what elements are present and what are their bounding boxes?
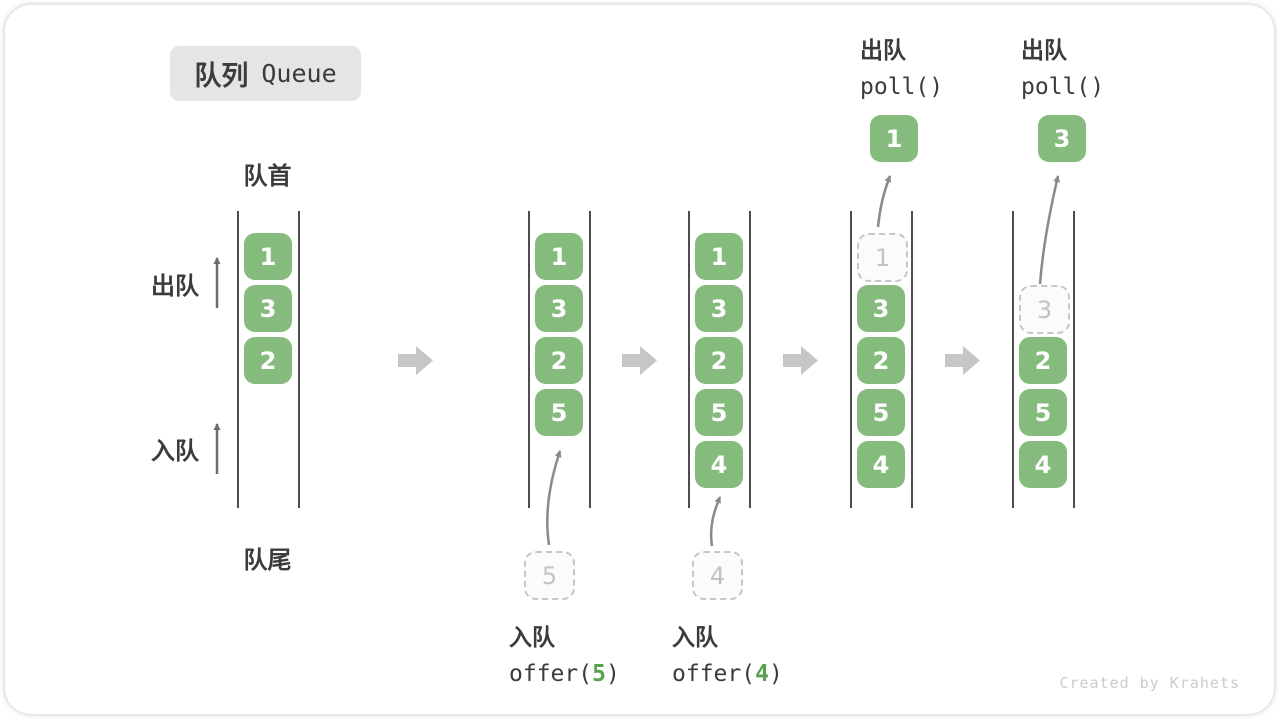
- queue3-right-wall: [749, 211, 751, 508]
- code-text: ): [605, 661, 620, 687]
- label-queue-rear: 队尾: [243, 547, 292, 574]
- queue-item-box: 2: [695, 337, 743, 384]
- code-arg: 5: [592, 661, 606, 687]
- title-zh: 队列: [194, 61, 249, 91]
- incoming-value-box: 5: [524, 551, 575, 600]
- queue-item-box: 1: [244, 233, 292, 280]
- transition-arrow-icon: [945, 346, 980, 375]
- label-enqueue: 入队: [151, 438, 199, 465]
- queue4-left-wall: [850, 211, 852, 508]
- polled-value-box: 1: [870, 115, 918, 162]
- queue-item-box: 4: [1019, 441, 1067, 488]
- queue2-left-wall: [528, 211, 530, 508]
- operation-offer-5: 入队 offer(5): [509, 618, 620, 687]
- code-text: ): [768, 661, 783, 687]
- operation-code: offer(4): [672, 661, 783, 687]
- queue-item-box-dashed: 1: [857, 233, 908, 282]
- transition-arrow-icon: [398, 346, 433, 375]
- incoming-value-box: 4: [692, 551, 743, 600]
- queue3-left-wall: [688, 211, 690, 508]
- queue-item-box: 4: [857, 441, 905, 488]
- queue1-right-wall: [298, 211, 300, 508]
- queue-item-box: 4: [695, 441, 743, 488]
- queue-item-box: 2: [535, 337, 583, 384]
- code-text: offer(: [672, 661, 756, 687]
- transition-arrow-icon: [783, 346, 818, 375]
- operation-label: 出队: [860, 37, 906, 63]
- operation-code: poll(): [1021, 74, 1105, 100]
- queue4-right-wall: [911, 211, 913, 508]
- operation-label: 出队: [1021, 37, 1067, 63]
- code-text: offer(: [509, 661, 593, 687]
- queue1-left-wall: [237, 211, 239, 508]
- queue-item-box: 3: [857, 285, 905, 332]
- label-queue-front: 队首: [243, 163, 292, 190]
- queue5-left-wall: [1012, 211, 1014, 508]
- title-badge: 队列 Queue: [170, 46, 361, 101]
- operation-poll-2: 出队 poll(): [1021, 31, 1104, 100]
- operation-label: 入队: [672, 624, 718, 650]
- label-dequeue: 出队: [151, 273, 199, 300]
- transition-arrow-icon: [622, 346, 657, 375]
- queue-item-box: 3: [244, 285, 292, 332]
- queue-item-box: 5: [1019, 389, 1067, 436]
- operation-code: offer(5): [509, 661, 620, 687]
- queue-item-box: 1: [695, 233, 743, 280]
- queue-item-box: 2: [857, 337, 905, 384]
- polled-value-box: 3: [1038, 115, 1086, 162]
- queue-item-box: 5: [535, 389, 583, 436]
- operation-poll-1: 出队 poll(): [860, 31, 943, 100]
- code-arg: 4: [755, 661, 769, 687]
- queue-item-box: 3: [695, 285, 743, 332]
- queue-item-box: 2: [1019, 337, 1067, 384]
- queue-item-box: 5: [857, 389, 905, 436]
- queue-item-box: 3: [535, 285, 583, 332]
- queue-item-box: 2: [244, 337, 292, 384]
- operation-offer-4: 入队 offer(4): [672, 618, 783, 687]
- title-en: Queue: [261, 59, 337, 88]
- queue-item-box: 5: [695, 389, 743, 436]
- operation-label: 入队: [509, 624, 555, 650]
- watermark: Created by Krahets: [1059, 674, 1240, 692]
- queue5-right-wall: [1073, 211, 1075, 508]
- queue-item-box: 1: [535, 233, 583, 280]
- queue2-right-wall: [589, 211, 591, 508]
- operation-code: poll(): [860, 74, 944, 100]
- queue-item-box-dashed: 3: [1019, 285, 1070, 334]
